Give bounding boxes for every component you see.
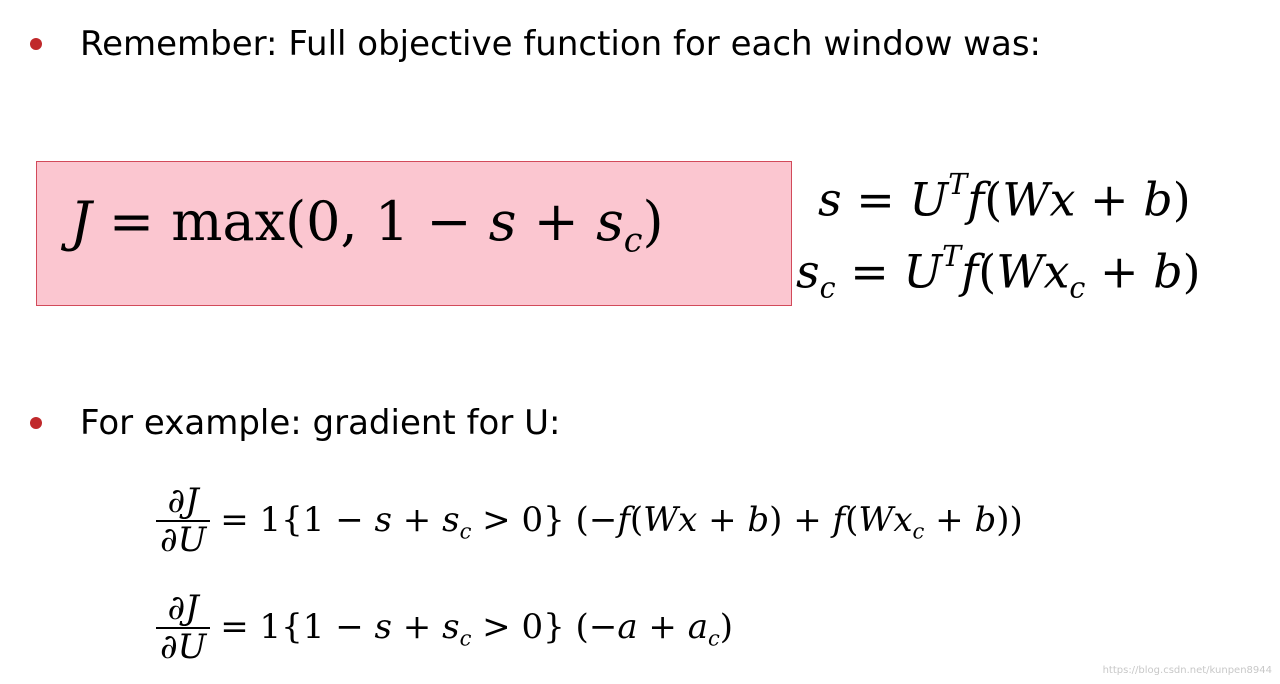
partial-fraction: ∂J ∂U xyxy=(156,482,211,560)
partial-fraction: ∂J ∂U xyxy=(156,589,211,667)
bullet-remember: Remember: Full objective function for ea… xyxy=(30,24,1041,64)
gradient-equation-short: ∂J ∂U = 1{1 − s + sc > 0} (−a + ac) xyxy=(156,589,733,667)
bullet-text-example: For example: gradient for U: xyxy=(80,403,561,443)
corrupt-score-definition: sc = UTf(Wxc + b) xyxy=(796,240,1201,305)
objective-highlight-box xyxy=(36,161,792,306)
bullet-dot xyxy=(30,417,42,429)
objective-equation: J = max(0, 1 − s + sc) xyxy=(70,190,664,260)
bullet-text-remember: Remember: Full objective function for ea… xyxy=(80,24,1041,64)
watermark: https://blog.csdn.net/kunpen8944 xyxy=(1102,665,1272,676)
gradient-equation-full: ∂J ∂U = 1{1 − s + sc > 0} (−f(Wx + b) + … xyxy=(156,482,1023,560)
score-definition: s = UTf(Wx + b) xyxy=(818,168,1191,227)
bullet-example: For example: gradient for U: xyxy=(30,403,560,443)
bullet-dot xyxy=(30,38,42,50)
